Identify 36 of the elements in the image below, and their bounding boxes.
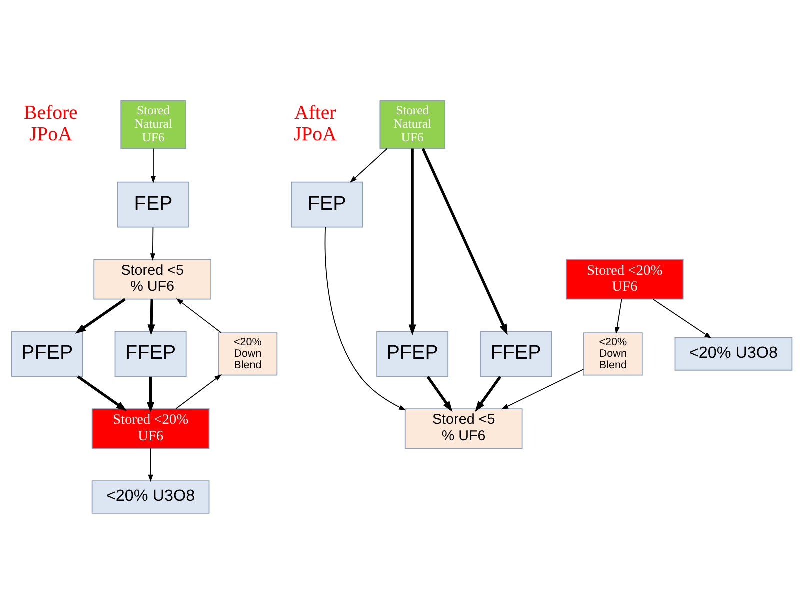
- node-box: <20% Down Blend: [584, 332, 643, 376]
- arrow: [614, 298, 622, 334]
- label: After JPoA: [294, 102, 337, 146]
- arrow: [350, 148, 388, 183]
- arrow: [148, 299, 156, 335]
- node-box: FFEP: [480, 330, 552, 377]
- label: Before JPoA: [24, 102, 78, 146]
- node-box: Stored <5 % UF6: [94, 258, 212, 300]
- arrow: [176, 374, 222, 409]
- arrow: [148, 448, 154, 482]
- node-box: PFEP: [376, 330, 449, 377]
- arrow: [77, 375, 128, 411]
- arrow: [324, 226, 406, 410]
- arrow: [475, 376, 502, 412]
- node-box: Stored <20% UF6: [92, 408, 210, 449]
- node-box: Stored <20% UF6: [566, 258, 684, 300]
- arrow: [75, 298, 126, 334]
- node-box: FEP: [291, 181, 364, 228]
- node-box: Stored <5 % UF6: [404, 408, 523, 449]
- arrow: [408, 148, 416, 336]
- node-box: Stored Natural UF6: [380, 100, 446, 149]
- arrow: [147, 376, 155, 412]
- node-box: <20% U3O8: [674, 337, 793, 370]
- arrow: [176, 298, 222, 333]
- arrow: [652, 298, 712, 338]
- node-box: PFEP: [11, 330, 84, 377]
- node-box: Stored Natural UF6: [120, 100, 186, 149]
- node-box: <20% U3O8: [92, 480, 210, 514]
- arrow: [422, 148, 508, 335]
- arrow: [426, 376, 453, 412]
- node-box: <20% Down Blend: [218, 332, 278, 376]
- arrow: [501, 368, 584, 410]
- arrow: [150, 148, 156, 183]
- arrow: [150, 226, 156, 260]
- node-box: FEP: [118, 181, 190, 228]
- node-box: FFEP: [114, 330, 187, 377]
